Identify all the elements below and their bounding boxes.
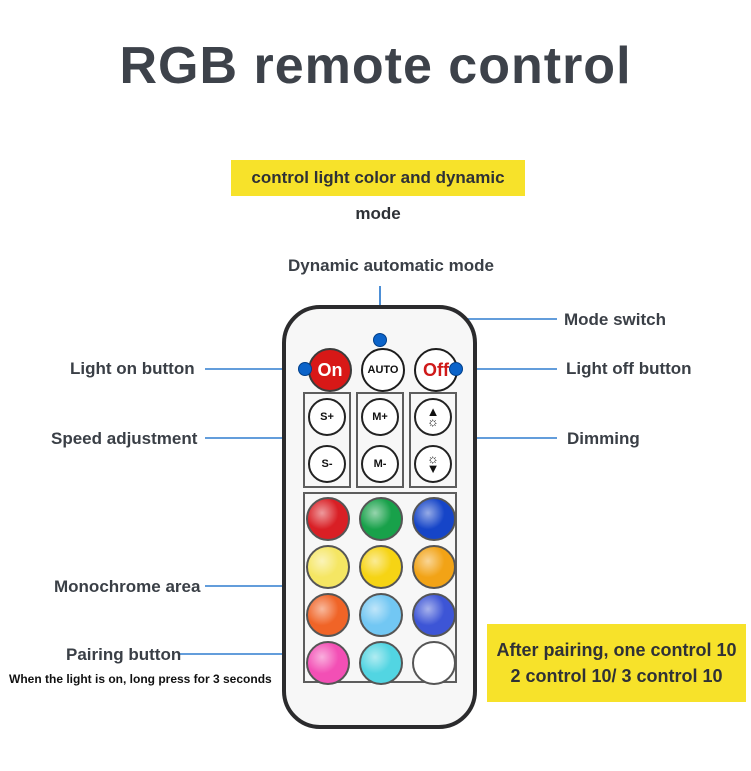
color-button-indigo[interactable] (412, 593, 456, 637)
auto-button[interactable]: AUTO (361, 348, 405, 392)
mode-up-button[interactable]: M+ (361, 398, 399, 436)
chevron-up-icon: ▲ (426, 404, 440, 419)
pairing-button[interactable] (306, 641, 350, 685)
mode-down-button[interactable]: M- (361, 445, 399, 483)
color-button-orange[interactable] (412, 545, 456, 589)
auto-dot (373, 333, 387, 347)
color-button-blue[interactable] (412, 497, 456, 541)
pairing-info-box: After pairing, one control 10 2 control … (487, 624, 746, 702)
color-button-red[interactable] (306, 497, 350, 541)
monochrome-label: Monochrome area (54, 577, 201, 596)
remote-control: On AUTO Off S+ S- M+ M- ▲ ☼ ☼ ▼ (282, 305, 477, 729)
color-button-green[interactable] (359, 497, 403, 541)
on-button[interactable]: On (308, 348, 352, 392)
sun-icon: ☼ (427, 414, 439, 429)
color-button-yellow[interactable] (359, 545, 403, 589)
color-button-light-yellow[interactable] (306, 545, 350, 589)
pairing-info-line-2: 2 control 10/ 3 control 10 (510, 666, 723, 686)
mode-switch-label: Mode switch (564, 310, 667, 329)
pairing-info-line-1: After pairing, one control 10 (496, 640, 737, 660)
sun-icon: ☼ (427, 451, 439, 466)
light-on-dot (298, 362, 312, 376)
dynamic-mode-label: Dynamic automatic mode (288, 256, 494, 275)
mode-group (356, 392, 404, 488)
speed-label: Speed adjustment (51, 429, 198, 448)
light-off-dot (449, 362, 463, 376)
speed-group (303, 392, 351, 488)
dim-up-button[interactable]: ▲ ☼ (414, 398, 452, 436)
page-title: RGB remote control (119, 37, 632, 95)
color-button-cyan[interactable] (359, 641, 403, 685)
pairing-note: When the light is on, long press for 3 s… (9, 672, 272, 686)
dim-down-button[interactable]: ☼ ▼ (414, 445, 452, 483)
subtitle-banner: control light color and dynamic mode (231, 160, 525, 223)
color-button-dark-orange[interactable] (306, 593, 350, 637)
speed-up-button[interactable]: S+ (308, 398, 346, 436)
pairing-label: Pairing button (66, 645, 182, 664)
chevron-down-icon: ▼ (426, 461, 440, 476)
light-on-label: Light on button (70, 359, 195, 378)
color-button-sky-blue[interactable] (359, 593, 403, 637)
dimming-group (409, 392, 457, 488)
light-off-label: Light off button (566, 359, 692, 378)
color-button-white[interactable] (412, 641, 456, 685)
dimming-label: Dimming (567, 429, 640, 448)
speed-down-button[interactable]: S- (308, 445, 346, 483)
